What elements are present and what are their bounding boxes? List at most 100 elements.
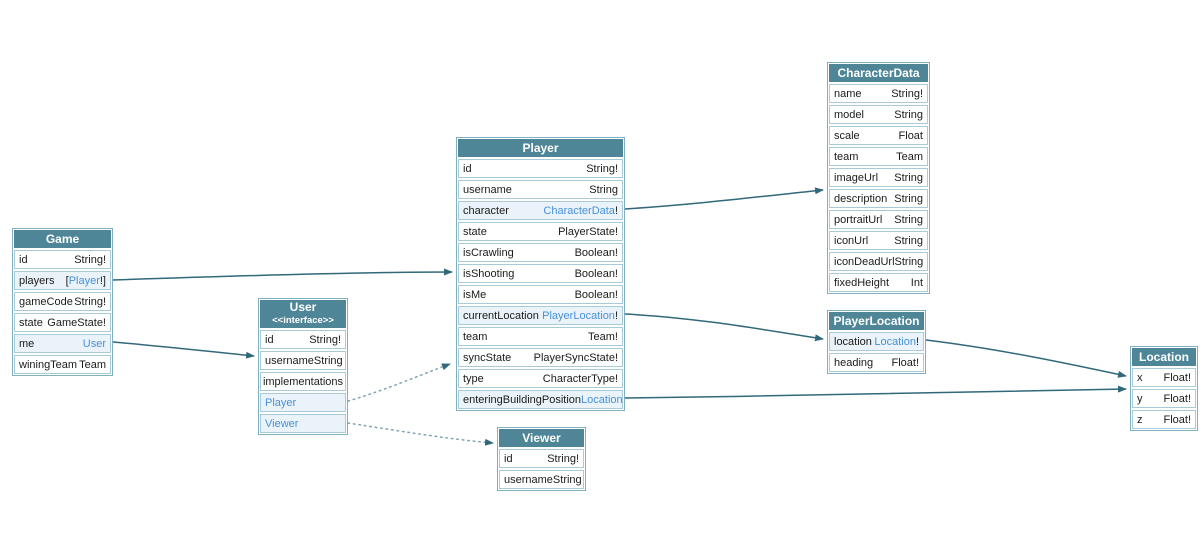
type-text: GameState! [47,316,106,329]
type-text: String [589,183,618,196]
type-text: String! [891,87,923,100]
field-name: gameCode [19,295,73,308]
player-field-isCrawling[interactable]: isCrawling Boolean! [458,243,623,262]
type-link[interactable]: User [82,337,106,350]
user-field-implementations[interactable]: implementations [260,372,346,391]
table-title: PlayerLocation [833,314,920,328]
field-name: state [463,225,487,238]
field-type: String [894,235,923,247]
field-type: Team [79,359,106,371]
field-type: String! [309,334,341,346]
type-text: String [894,213,923,226]
table-header-user[interactable]: User<<interface>> [260,300,346,328]
type-text: String! [586,162,618,175]
type-link[interactable]: Player [68,274,100,287]
playerlocation-field-heading[interactable]: heading Float! [829,353,924,372]
field-type: String [314,355,343,367]
field-name: type [463,372,484,385]
characterdata-field-team[interactable]: team Team [829,147,928,166]
field-name: players [19,274,55,287]
field-name: isShooting [463,267,515,280]
field-type: Boolean! [575,268,618,280]
implementation-type-link[interactable]: Player [265,396,297,409]
field-name: isCrawling [463,246,514,259]
field-name: team [834,150,859,163]
type-link[interactable]: Location [581,393,623,406]
field-type: String! [547,453,579,465]
field-name: enteringBuildingPosition [463,393,582,406]
game-field-state[interactable]: state GameState! [14,313,111,332]
type-text: String [552,473,582,486]
game-field-players[interactable]: players[Player!] [14,271,111,290]
field-type: CharacterType! [543,373,618,385]
characterdata-field-name[interactable]: name String! [829,84,928,103]
type-text: Team [896,150,923,163]
type-link[interactable]: Location [874,335,916,348]
type-text: String [313,354,343,367]
field-name: implementations [262,375,344,388]
field-name: heading [834,356,874,369]
type-link[interactable]: CharacterData [543,204,615,217]
type-text: PlayerSyncState! [533,351,618,364]
table-header-player[interactable]: Player [458,139,623,157]
type-text: Boolean! [574,246,618,259]
table-header-playerlocation[interactable]: PlayerLocation [829,312,924,330]
type-text: Float! [891,356,919,369]
field-name: name [834,87,862,100]
edge-playerlocation-location-to-location [925,339,1127,378]
player-field-isShooting[interactable]: isShooting Boolean! [458,264,623,283]
type-link[interactable]: PlayerLocation [542,309,615,322]
user-field-Player[interactable]: Player [260,393,346,412]
type-text: String! [74,253,106,266]
field-name: state [19,316,43,329]
type-text: String [894,192,923,205]
table-header-characterdata[interactable]: CharacterData [829,64,928,82]
type-text: String [894,171,923,184]
field-type: Boolean! [575,289,618,301]
type-text: Team! [588,330,618,343]
implementation-type-link[interactable]: Viewer [265,417,299,430]
table-header-viewer[interactable]: Viewer [499,429,584,447]
field-name: z [1137,413,1143,426]
field-type: User [83,338,106,350]
type-text: String! [74,295,106,308]
user-field-Viewer[interactable]: Viewer [260,414,346,433]
table-header-location[interactable]: Location [1132,348,1196,366]
table-header-game[interactable]: Game [14,230,111,248]
table-title: Player [522,141,559,155]
player-field-type[interactable]: type CharacterType! [458,369,623,388]
